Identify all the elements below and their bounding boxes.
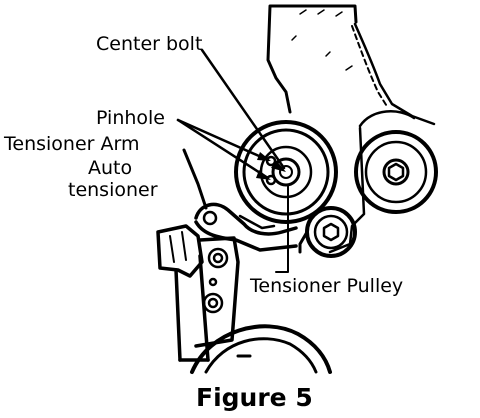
arrowheads: [256, 152, 286, 180]
auto-tensioner-label-line2: tensioner: [68, 179, 158, 201]
crank-pulley: [190, 324, 332, 374]
figure-caption: Figure 5: [196, 383, 313, 412]
pinhole-label: Pinhole: [96, 107, 165, 129]
engine-housing: [266, 4, 436, 254]
center-bolt-label: Center bolt: [96, 33, 202, 55]
right-idler-pulley: [354, 130, 438, 214]
tensioner-arm-label: Tensioner Arm: [3, 133, 139, 155]
tensioner-pulley: [234, 120, 338, 224]
tensioner-pulley-label: Tensioner Pulley: [249, 275, 403, 297]
auto-tensioner-label-line1: Auto: [88, 157, 132, 179]
auto-tensioner-body: [156, 224, 210, 362]
leader-lines: [176, 48, 286, 180]
small-idler-pulley: [298, 206, 357, 258]
mounting-bracket: [194, 236, 240, 348]
tensioner-pulley-leader: [275, 185, 289, 273]
